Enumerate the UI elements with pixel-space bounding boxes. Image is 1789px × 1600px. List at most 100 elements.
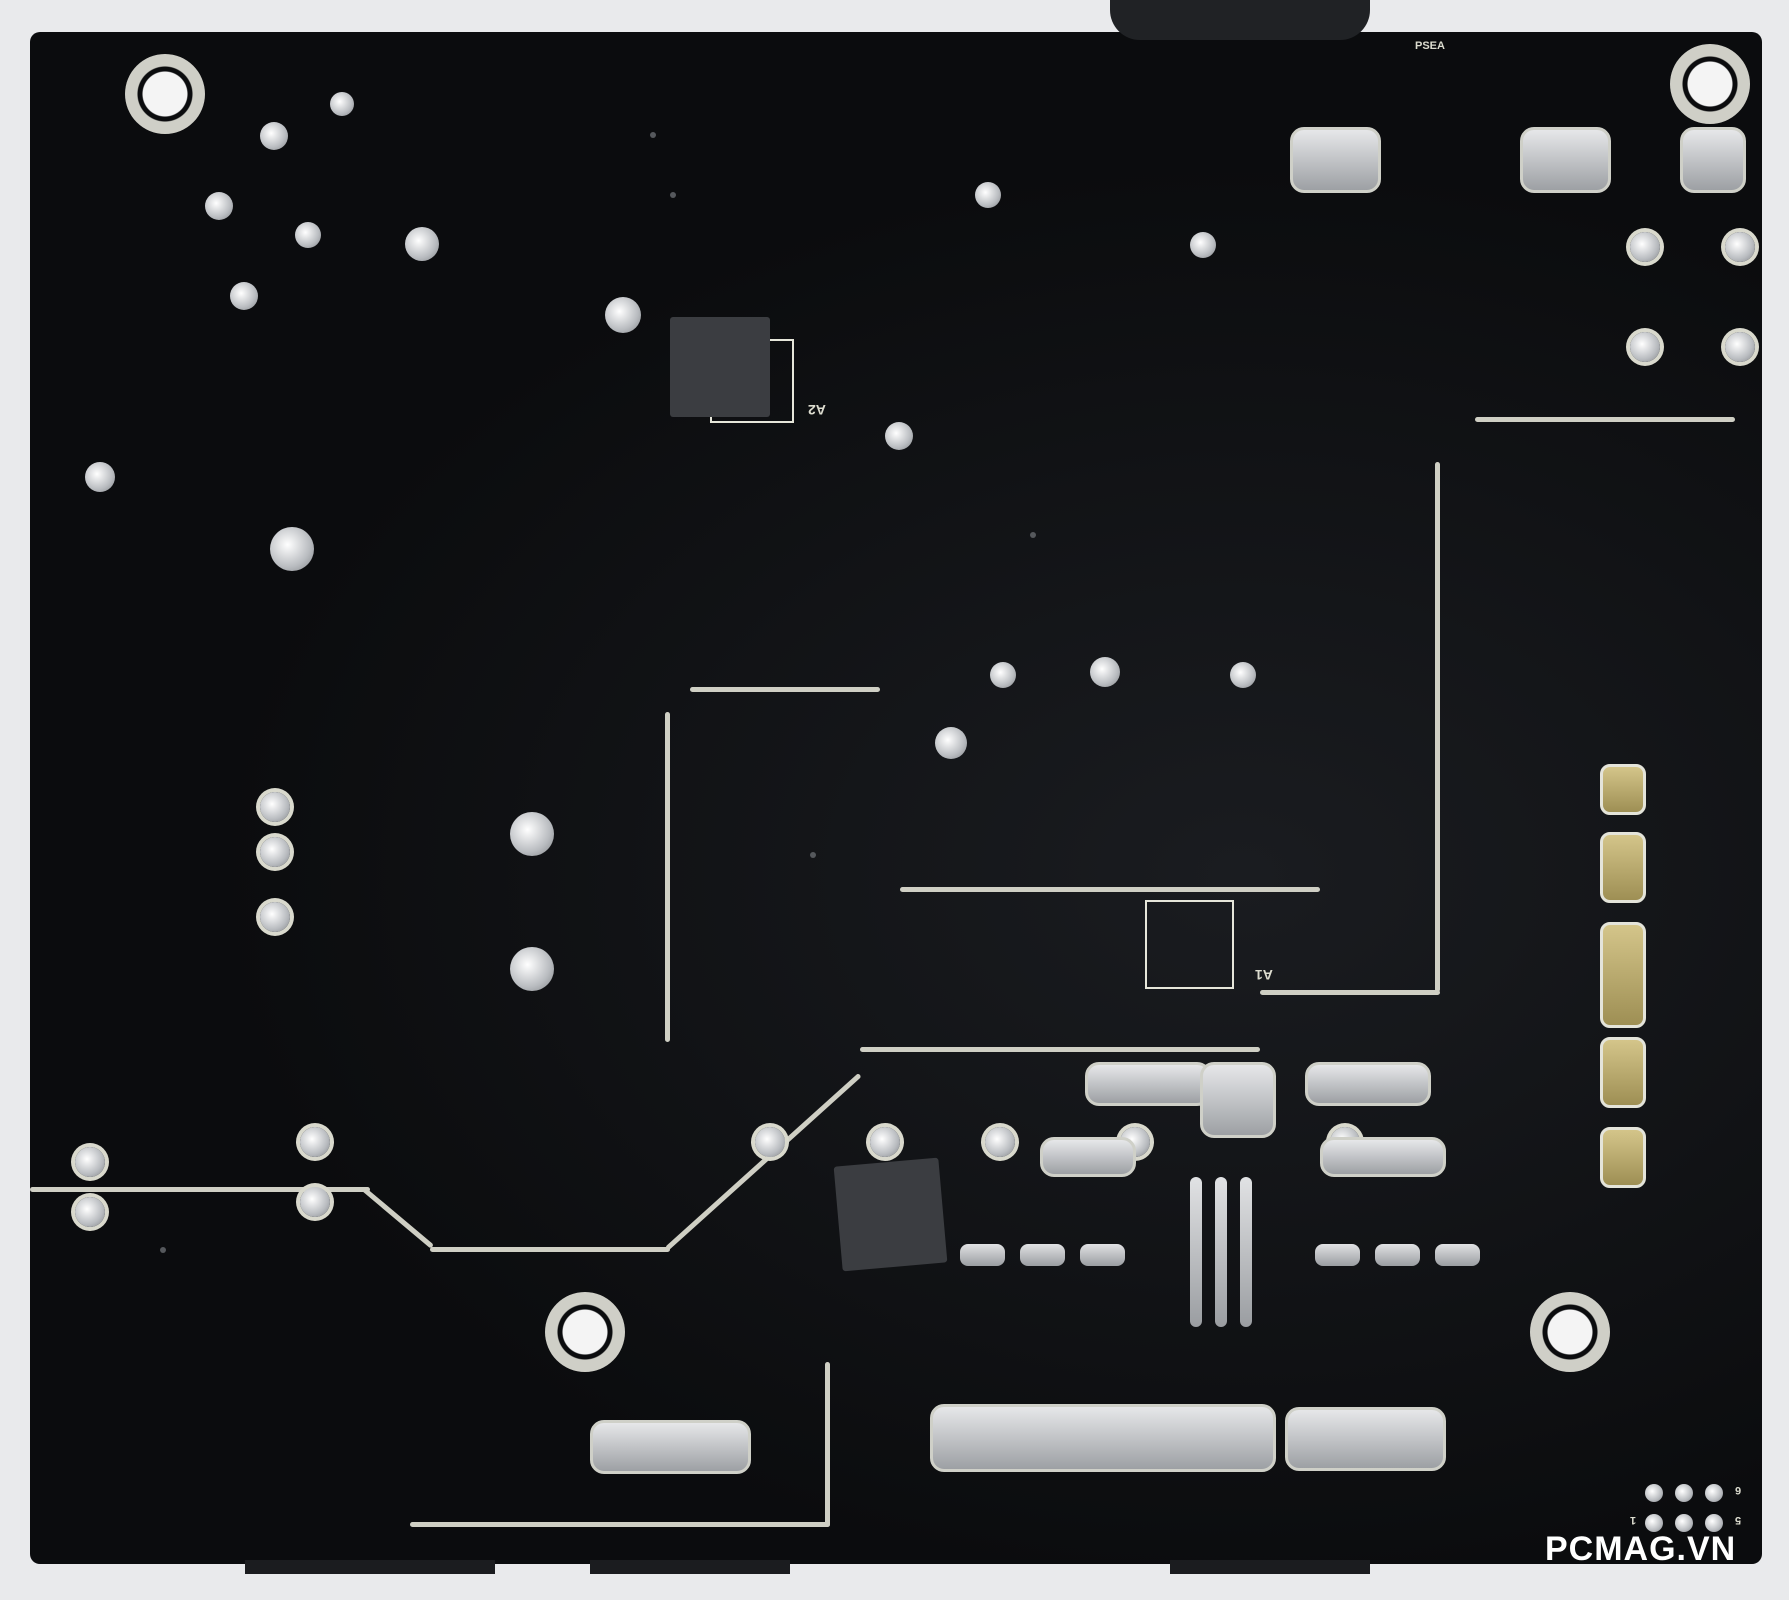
solder-pad xyxy=(870,1127,900,1157)
solder-pad xyxy=(260,902,290,932)
pcb-board: A2 A1 PSEA xyxy=(30,32,1762,1564)
board-edge-tab xyxy=(590,1560,790,1574)
isolation-line-diag1 xyxy=(361,1187,434,1249)
gold-pad xyxy=(1600,764,1646,815)
solder-pad xyxy=(975,182,1001,208)
board-edge-tab xyxy=(1170,1560,1370,1574)
gold-pad xyxy=(1600,922,1646,1028)
solder-pad xyxy=(1190,232,1216,258)
smd-pad xyxy=(1215,1177,1227,1327)
board-edge-tab xyxy=(245,1560,495,1574)
slot-pad xyxy=(1290,127,1381,193)
smd-pad xyxy=(1020,1244,1065,1266)
outline-a1 xyxy=(1145,900,1234,989)
slot-pad xyxy=(1085,1062,1211,1106)
slot-pad xyxy=(590,1420,751,1474)
smd-pad xyxy=(960,1244,1005,1266)
header-pin xyxy=(1675,1484,1693,1502)
solder-pad xyxy=(1725,332,1755,362)
solder-pad xyxy=(1230,662,1256,688)
solder-pad xyxy=(1725,232,1755,262)
slot-pad xyxy=(1520,127,1611,193)
inner-trace-bottom-vert xyxy=(825,1362,830,1527)
solder-pad xyxy=(990,662,1016,688)
solder-pad xyxy=(205,192,233,220)
solder-pad xyxy=(330,92,354,116)
solder-pad xyxy=(85,462,115,492)
isolation-line-left xyxy=(30,1187,370,1192)
gold-pad xyxy=(1600,1037,1646,1108)
via xyxy=(670,192,676,198)
label-pin-1: 1 xyxy=(1630,1514,1637,1526)
solder-pad xyxy=(260,122,288,150)
solder-pad xyxy=(270,527,314,571)
smd-pad xyxy=(1435,1244,1480,1266)
header-pin xyxy=(1645,1514,1663,1532)
solder-pad xyxy=(405,227,439,261)
inner-trace-top xyxy=(690,687,880,692)
solder-pad xyxy=(510,947,554,991)
solder-pad xyxy=(1630,232,1660,262)
solder-pad xyxy=(260,837,290,867)
header-pin xyxy=(1645,1484,1663,1502)
via xyxy=(1030,532,1036,538)
smd-pad xyxy=(1240,1177,1252,1327)
gold-pad xyxy=(1600,832,1646,903)
mounting-hole-top-left xyxy=(125,54,205,134)
solder-pad xyxy=(510,812,554,856)
solder-pad xyxy=(300,1127,330,1157)
watermark: PCMAG.VN xyxy=(1545,1530,1737,1568)
mounting-hole-top-right xyxy=(1670,44,1750,124)
smd-pad xyxy=(1080,1244,1125,1266)
label-a2: A2 xyxy=(808,402,826,418)
solder-pad xyxy=(300,1187,330,1217)
slot-pad xyxy=(930,1404,1276,1472)
solder-pad xyxy=(1630,332,1660,362)
via xyxy=(650,132,656,138)
isolation-line-diag2 xyxy=(665,1073,862,1251)
mounting-hole-bottom-center xyxy=(545,1292,625,1372)
solder-pad xyxy=(260,792,290,822)
slot-pad xyxy=(1320,1137,1446,1177)
slot-pad xyxy=(1285,1407,1446,1471)
inner-trace-bottom-left xyxy=(410,1522,830,1527)
smd-pad xyxy=(1315,1244,1360,1266)
isolation-line-bottom xyxy=(430,1247,670,1252)
top-connector xyxy=(1110,0,1370,40)
smd-pad xyxy=(1375,1244,1420,1266)
header-pin xyxy=(1675,1514,1693,1532)
smd-pad xyxy=(1190,1177,1202,1327)
ic-a2-pad xyxy=(670,317,770,417)
solder-pad xyxy=(935,727,967,759)
via xyxy=(160,1247,166,1253)
via xyxy=(810,852,816,858)
mounting-hole-bottom-right xyxy=(1530,1292,1610,1372)
solder-pad xyxy=(75,1197,105,1227)
solder-pad xyxy=(605,297,641,333)
isolation-line-vert xyxy=(1435,462,1440,992)
isolation-line-mid xyxy=(860,1047,1260,1052)
inner-trace-bottom xyxy=(900,887,1320,892)
slot-pad xyxy=(1680,127,1746,193)
label-pin-6: 6 xyxy=(1735,1484,1742,1496)
label-a1: A1 xyxy=(1255,967,1273,983)
ic-bottom-pad xyxy=(833,1157,948,1272)
header-pin xyxy=(1705,1484,1723,1502)
label-top-code: PSEA xyxy=(1415,40,1445,52)
solder-pad xyxy=(985,1127,1015,1157)
slot-pad xyxy=(1200,1062,1276,1138)
header-pin xyxy=(1705,1514,1723,1532)
label-pin-5: 5 xyxy=(1735,1514,1742,1526)
inner-trace-left xyxy=(665,712,670,1042)
isolation-line-top-right xyxy=(1475,417,1735,422)
solder-pad xyxy=(885,422,913,450)
solder-pad xyxy=(1090,657,1120,687)
slot-pad xyxy=(1305,1062,1431,1106)
solder-pad xyxy=(295,222,321,248)
solder-pad xyxy=(755,1127,785,1157)
solder-pad xyxy=(230,282,258,310)
solder-pad xyxy=(75,1147,105,1177)
slot-pad xyxy=(1040,1137,1136,1177)
gold-pad xyxy=(1600,1127,1646,1188)
isolation-line-right xyxy=(1260,990,1440,995)
